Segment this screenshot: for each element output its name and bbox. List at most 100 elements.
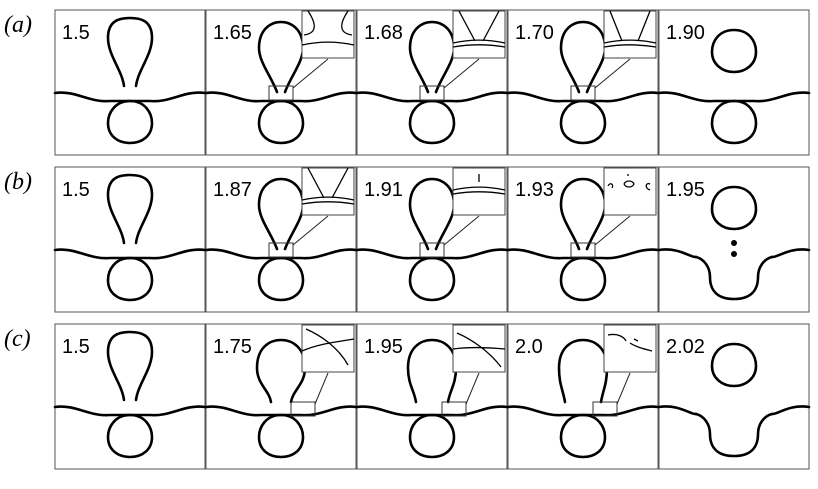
- inset-curve: [607, 333, 653, 352]
- panel-a-1: 1.5: [53, 9, 207, 156]
- panel-a-5: 1.90: [657, 9, 811, 156]
- upper-drop: [406, 338, 458, 404]
- inset-curve: [301, 10, 355, 46]
- upper-drop: [557, 338, 609, 404]
- panel-a-3: 1.68: [355, 9, 509, 156]
- satellite-droplet: [731, 251, 737, 257]
- time-label: 1.87: [213, 179, 252, 201]
- zoom-arrow: [594, 215, 631, 246]
- zoom-region-box: [592, 401, 618, 417]
- panel-b-2: 1.87: [204, 166, 358, 313]
- zoom-region-box: [290, 401, 316, 417]
- panel-c-3: 1.95: [355, 323, 509, 470]
- panel-c-1: 1.5: [53, 323, 207, 470]
- time-label: 1.90: [666, 22, 705, 44]
- time-label: 1.70: [515, 22, 554, 44]
- interface-curve: [657, 405, 811, 416]
- lower-drop: [106, 413, 154, 459]
- inset-curve: [452, 332, 506, 368]
- upper-drop: [257, 177, 305, 251]
- row-label-a: (a): [4, 12, 32, 38]
- zoom-inset: [603, 10, 657, 59]
- lower-drop: [408, 413, 456, 459]
- zoom-region-box: [441, 401, 467, 417]
- inset-curve: [603, 10, 657, 48]
- upper-drop: [559, 20, 607, 94]
- time-label: 1.65: [213, 22, 252, 44]
- time-label: 2.02: [666, 336, 705, 358]
- row-label-b: (b): [4, 169, 32, 195]
- inset-curve: [452, 10, 506, 48]
- upper-drop: [710, 28, 758, 74]
- lower-drop: [694, 412, 774, 458]
- inset-curve: [607, 174, 651, 191]
- zoom-arrow: [443, 215, 480, 246]
- zoom-region-box: [419, 85, 445, 101]
- lower-drop: [694, 255, 774, 301]
- upper-drop: [408, 177, 456, 251]
- upper-drop: [559, 177, 607, 251]
- lower-drop: [408, 256, 456, 302]
- zoom-inset: [301, 167, 355, 216]
- time-label: 1.68: [364, 22, 403, 44]
- zoom-region-box: [268, 242, 294, 258]
- lower-drop: [710, 99, 758, 145]
- zoom-inset: [301, 324, 355, 373]
- upper-drop: [106, 173, 154, 245]
- zoom-region-box: [570, 242, 596, 258]
- panel-frame: [658, 323, 810, 470]
- time-label: 1.93: [515, 179, 554, 201]
- lower-drop: [559, 99, 607, 145]
- panel-c-2: 1.75: [204, 323, 358, 470]
- panel-b-3: 1.91: [355, 166, 509, 313]
- panel-frame: [658, 9, 810, 156]
- zoom-arrow: [292, 58, 329, 89]
- lower-drop: [559, 256, 607, 302]
- zoom-inset: [603, 324, 657, 373]
- time-label: 1.5: [62, 22, 90, 44]
- zoom-arrow: [616, 372, 631, 405]
- inset-curve: [452, 174, 506, 195]
- row-label-c: (c): [4, 326, 31, 352]
- upper-drop: [255, 338, 307, 404]
- zoom-region-box: [268, 85, 294, 101]
- upper-drop: [106, 16, 154, 88]
- time-label: 1.95: [666, 179, 705, 201]
- panel-frame: [54, 9, 206, 156]
- upper-drop: [257, 20, 305, 94]
- lower-drop: [257, 99, 305, 145]
- time-label: 1.5: [62, 336, 90, 358]
- panel-c-4: 2.0: [506, 323, 660, 470]
- time-label: 1.75: [213, 336, 252, 358]
- zoom-region-box: [419, 242, 445, 258]
- upper-drop: [710, 185, 758, 231]
- time-label: 1.95: [364, 336, 403, 358]
- zoom-inset: [452, 10, 506, 59]
- time-label: 1.91: [364, 179, 403, 201]
- lower-drop: [257, 413, 305, 459]
- zoom-inset: [603, 167, 657, 216]
- panel-b-1: 1.5: [53, 166, 207, 313]
- panel-b-5: 1.95: [657, 166, 811, 313]
- time-label: 1.5: [62, 179, 90, 201]
- panel-frame: [54, 323, 206, 470]
- zoom-arrow: [594, 58, 631, 89]
- zoom-arrow: [314, 372, 329, 405]
- lower-drop: [106, 256, 154, 302]
- upper-drop: [710, 342, 758, 388]
- interface-curve: [657, 248, 811, 259]
- lower-drop: [106, 99, 154, 145]
- satellite-droplet: [731, 240, 737, 246]
- zoom-arrow: [443, 58, 480, 89]
- time-label: 2.0: [515, 336, 543, 358]
- zoom-arrow: [465, 372, 480, 405]
- zoom-inset: [301, 10, 355, 59]
- panel-frame: [54, 166, 206, 313]
- lower-drop: [257, 256, 305, 302]
- panel-a-2: 1.65: [204, 9, 358, 156]
- panel-a-4: 1.70: [506, 9, 660, 156]
- panel-frame: [658, 166, 810, 313]
- panel-b-4: 1.93: [506, 166, 660, 313]
- zoom-arrow: [292, 215, 329, 246]
